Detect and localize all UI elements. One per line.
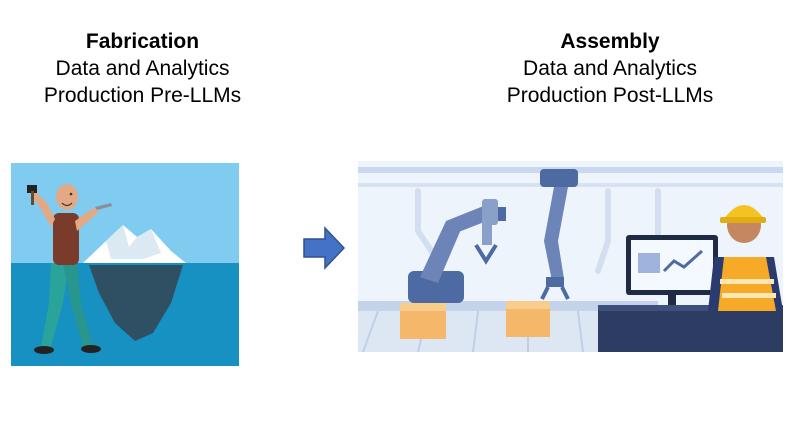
assembly-illustration bbox=[358, 161, 783, 352]
fabrication-illustration bbox=[11, 163, 239, 366]
stage-caption-assembly: Assembly Data and Analytics Production P… bbox=[470, 28, 750, 109]
stage-subtitle-line1: Data and Analytics bbox=[523, 57, 697, 80]
stage-title-fabrication: Fabrication bbox=[85, 30, 200, 53]
stage-subtitle-line1: Data and Analytics bbox=[55, 57, 230, 80]
stage-title-assembly: Assembly bbox=[560, 30, 660, 53]
right-arrow-icon bbox=[303, 226, 345, 270]
stage-subtitle-line2: Production Post-LLMs bbox=[506, 84, 714, 107]
stage-subtitle-line2: Production Pre-LLMs bbox=[43, 84, 242, 107]
stage-caption-fabrication: Fabrication Data and Analytics Productio… bbox=[10, 28, 275, 109]
